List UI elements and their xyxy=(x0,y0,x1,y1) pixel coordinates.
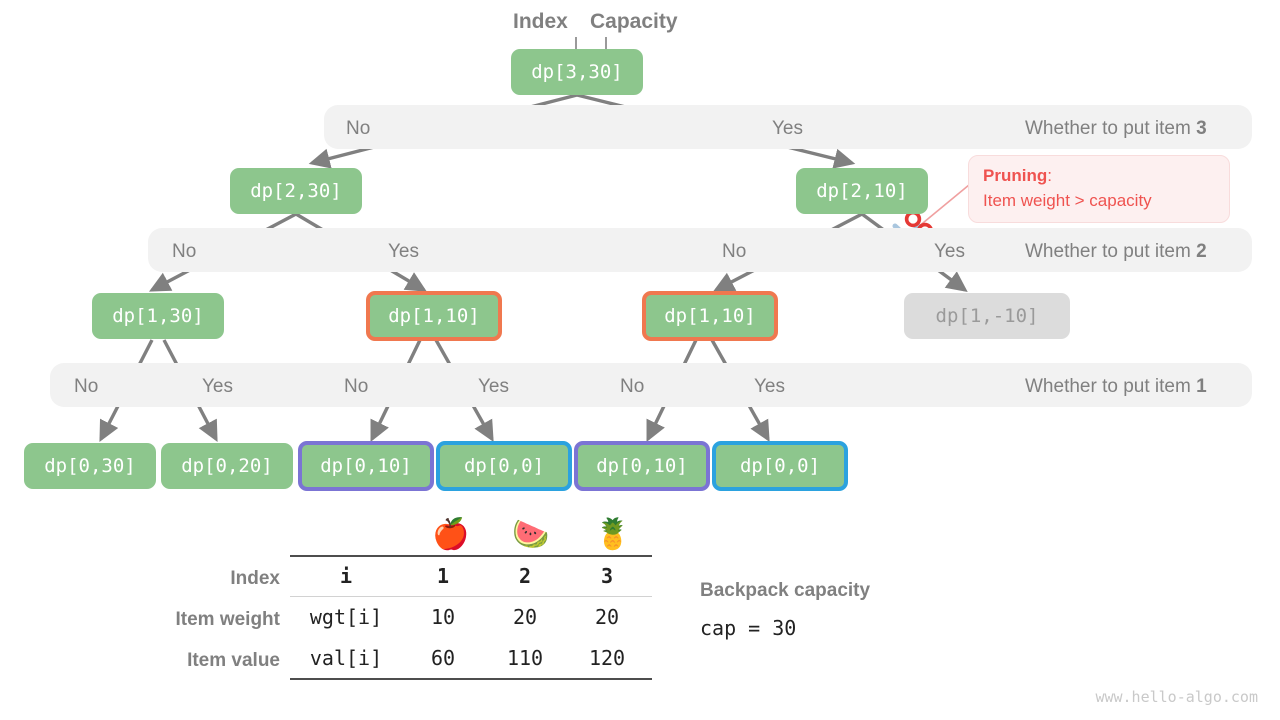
capacity-callout-label: Capacity xyxy=(590,10,678,33)
table-row-weight: wgt[i] 10 20 20 xyxy=(290,596,648,637)
band-1-choice-no-c: No xyxy=(620,376,645,397)
pruning-title-text: Pruning xyxy=(983,166,1048,185)
tree-leaf-dp-0-30[interactable]: dp[0,30] xyxy=(24,443,156,489)
watermark: www.hello-algo.com xyxy=(1095,688,1258,706)
tree-leaf-dp-0-20[interactable]: dp[0,20] xyxy=(161,443,293,489)
band-2-choice-yes-right: Yes xyxy=(934,241,965,262)
tree-node-dp-1-10-left[interactable]: dp[1,10] xyxy=(366,291,502,341)
tree-node-dp-1-10-right[interactable]: dp[1,10] xyxy=(642,291,778,341)
apple-icon: 🍎 xyxy=(432,518,470,551)
cell-weight-3: 20 xyxy=(594,604,620,629)
tree-node-dp-1-minus10-pruned: dp[1,-10] xyxy=(904,293,1070,339)
cell-value-3: 120 xyxy=(588,645,626,670)
band-3-choice-no: No xyxy=(346,118,371,139)
index-callout-label: Index xyxy=(513,10,568,33)
watermelon-icon: 🍉 xyxy=(512,518,550,551)
row-label-item-weight: Item weight xyxy=(175,609,280,630)
table-row-value: val[i] 60 110 120 xyxy=(290,637,648,678)
band-2-choice-no-right: No xyxy=(722,241,747,262)
table-row-index: i 1 2 3 xyxy=(290,555,648,596)
band-2-title-text: Whether to put item xyxy=(1025,241,1197,262)
decision-band-item-3 xyxy=(324,105,1252,149)
tree-node-dp-2-10[interactable]: dp[2,10] xyxy=(796,168,928,214)
tree-node-dp-3-30[interactable]: dp[3,30] xyxy=(511,49,643,95)
decision-band-item-2 xyxy=(148,228,1252,272)
band-1-title: Whether to put item 1 xyxy=(1025,377,1207,396)
band-1-title-item: 1 xyxy=(1196,376,1207,397)
tree-leaf-dp-0-0-left[interactable]: dp[0,0] xyxy=(436,441,572,491)
band-1-choice-yes-c: Yes xyxy=(754,376,785,397)
backpack-capacity-value: cap = 30 xyxy=(700,616,797,640)
cell-value-key: val[i] xyxy=(309,645,383,670)
band-3-title: Whether to put item 3 xyxy=(1025,119,1207,138)
band-1-choice-no-a: No xyxy=(74,376,99,397)
table-rule-top xyxy=(290,555,652,557)
tree-node-dp-1-30[interactable]: dp[1,30] xyxy=(92,293,224,339)
band-3-title-item: 3 xyxy=(1196,118,1207,139)
band-2-title: Whether to put item 2 xyxy=(1025,242,1207,261)
cell-index-1: 1 xyxy=(436,563,450,588)
tree-leaf-dp-0-0-right[interactable]: dp[0,0] xyxy=(712,441,848,491)
band-2-choice-yes-left: Yes xyxy=(388,241,419,262)
backpack-capacity-label: Backpack capacity xyxy=(700,580,871,601)
band-3-choice-yes: Yes xyxy=(772,118,803,139)
cell-weight-1: 10 xyxy=(430,604,456,629)
band-1-choice-yes-a: Yes xyxy=(202,376,233,397)
cell-weight-2: 20 xyxy=(512,604,538,629)
row-label-item-value: Item value xyxy=(187,650,280,671)
pruning-title-colon: : xyxy=(1047,166,1052,185)
band-1-choice-yes-b: Yes xyxy=(478,376,509,397)
band-1-title-text: Whether to put item xyxy=(1025,376,1197,397)
band-2-title-item: 2 xyxy=(1196,241,1207,262)
cell-weight-key: wgt[i] xyxy=(309,604,383,629)
table-rule-mid xyxy=(290,596,652,597)
band-1-choice-no-b: No xyxy=(344,376,369,397)
cell-index-2: 2 xyxy=(518,563,532,588)
pruning-callout-title: Pruning: xyxy=(983,164,1229,189)
band-2-choice-no-left: No xyxy=(172,241,197,262)
pruning-callout: Pruning: Item weight > capacity xyxy=(968,155,1230,223)
row-label-index: Index xyxy=(230,568,280,589)
spec-table-grid: i 1 2 3 wgt[i] 10 20 20 val[i] 60 110 12… xyxy=(290,555,648,678)
cell-value-1: 60 xyxy=(430,645,456,670)
tree-leaf-dp-0-10-right[interactable]: dp[0,10] xyxy=(574,441,710,491)
tree-leaf-dp-0-10-left[interactable]: dp[0,10] xyxy=(298,441,434,491)
pruning-callout-reason: Item weight > capacity xyxy=(983,190,1152,210)
band-3-title-text: Whether to put item xyxy=(1025,118,1197,139)
pineapple-icon: 🍍 xyxy=(594,518,632,551)
tree-node-dp-2-30[interactable]: dp[2,30] xyxy=(230,168,362,214)
cell-index-key: i xyxy=(339,563,353,588)
item-spec-table: 🍎 🍉 🍍 Index Item weight Item value i 1 2… xyxy=(0,515,700,700)
cell-value-2: 110 xyxy=(506,645,544,670)
cell-index-3: 3 xyxy=(600,563,614,588)
table-rule-bottom xyxy=(290,678,652,680)
decision-band-item-1 xyxy=(50,363,1252,407)
